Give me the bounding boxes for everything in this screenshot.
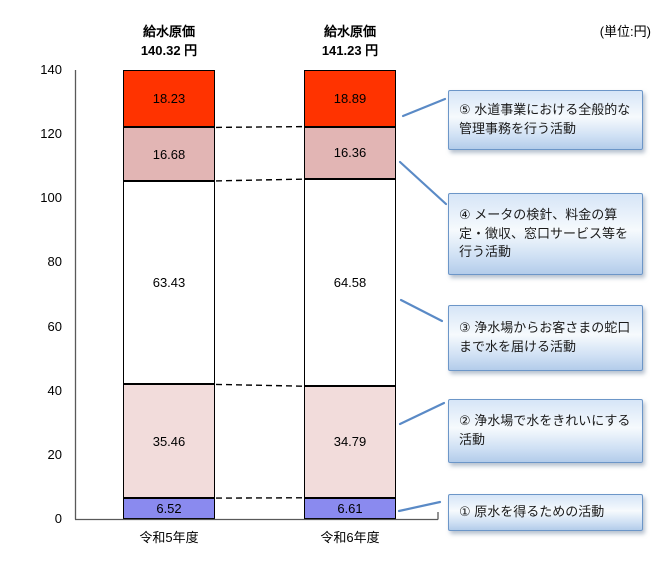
annotation-text-5: ⑤ 水道事業における全般的な管理事務を行う活動 (459, 102, 631, 136)
segment-value-label: 63.43 (152, 275, 186, 291)
bar-segment: 34.79 (304, 386, 396, 498)
bar-segment: 64.58 (304, 179, 396, 387)
bar-segment: 6.52 (123, 498, 215, 519)
bar-segment: 18.89 (304, 70, 396, 127)
annotation-text-3: ③ 浄水場からお客さまの蛇口まで水を届ける活動 (459, 320, 631, 354)
annotation-box-4: ④ メータの検針、料金の算定・徴収、窓口サービス等を行う活動 (448, 193, 643, 275)
annotation-leader-line (401, 97, 447, 118)
segment-value-label: 6.61 (337, 500, 363, 516)
y-axis-tick-label: 60 (47, 318, 62, 334)
bar-total-value: 140.32 円 (140, 43, 198, 58)
bar-total-title: 給水原価 141.23 円 (280, 22, 420, 60)
annotation-text-1: ① 原水を得るための活動 (459, 504, 605, 520)
segment-value-label: 18.89 (333, 90, 367, 106)
segment-value-label: 16.68 (152, 146, 186, 162)
bar-segment: 16.36 (304, 126, 396, 180)
annotation-box-1: ① 原水を得るための活動 (448, 494, 643, 531)
bar-segment: 16.68 (123, 127, 215, 181)
y-axis-tick-label: 80 (47, 254, 62, 270)
segment-value-label: 64.58 (333, 275, 367, 291)
bar-segment: 18.23 (123, 70, 215, 128)
segment-boundary-dashed-line (215, 125, 305, 129)
bar-segment: 6.61 (304, 497, 396, 519)
segment-value-label: 35.46 (152, 433, 186, 449)
annotation-leader-line (399, 298, 444, 323)
annotation-box-3: ③ 浄水場からお客さまの蛇口まで水を届ける活動 (448, 305, 643, 371)
segment-value-label: 18.23 (152, 91, 186, 107)
y-axis-tick-label: 100 (40, 190, 62, 206)
bar-total-label: 給水原価 (323, 24, 376, 39)
bar-segment: 35.46 (123, 384, 215, 499)
y-axis-tick-label: 120 (40, 126, 62, 142)
annotation-leader-line (398, 160, 448, 206)
y-axis-tick-label: 140 (40, 62, 62, 77)
annotation-box-5: ⑤ 水道事業における全般的な管理事務を行う活動 (448, 90, 643, 150)
bar-total-title: 給水原価 140.32 円 (99, 22, 239, 60)
annotation-box-2: ② 浄水場で水をきれいにする活動 (448, 399, 643, 463)
segment-value-label: 16.36 (333, 145, 367, 161)
annotation-leader-line (398, 401, 446, 426)
annotation-text-4: ④ メータの検針、料金の算定・徴収、窓口サービス等を行う活動 (459, 206, 629, 260)
segment-boundary-dashed-line (215, 383, 305, 387)
y-axis-tick-label: 0 (54, 511, 62, 526)
annotation-leader-line (397, 500, 442, 513)
segment-boundary-dashed-line (215, 178, 305, 182)
segment-value-label: 6.52 (156, 501, 182, 517)
bar-total-label: 給水原価 (142, 24, 195, 39)
y-axis-tick-label: 40 (47, 382, 62, 398)
annotation-text-2: ② 浄水場で水をきれいにする活動 (459, 413, 631, 447)
unit-label: (単位:円) (599, 24, 651, 39)
x-axis-category-label: 令和5年度 (139, 530, 199, 545)
segment-value-label: 34.79 (333, 434, 367, 450)
x-axis-category-label: 令和6年度 (320, 530, 380, 545)
bar-total-value: 141.23 円 (321, 43, 379, 58)
y-axis-tick-label: 20 (47, 446, 62, 462)
bar-segment: 63.43 (123, 180, 215, 385)
